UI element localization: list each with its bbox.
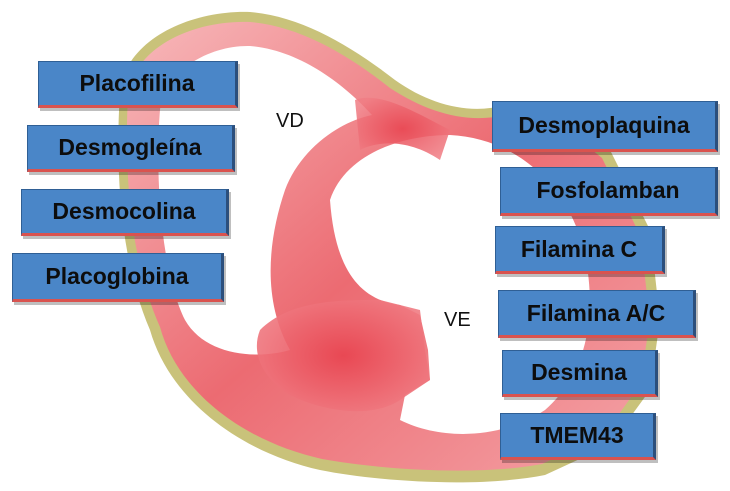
protein-label-desmogleina: Desmogleína [27, 125, 235, 172]
protein-label-desmoplaquina: Desmoplaquina [492, 101, 718, 152]
protein-label-filamina-c: Filamina C [495, 226, 665, 274]
protein-label-placofilina: Placofilina [38, 61, 238, 108]
protein-label-desmina: Desmina [502, 350, 658, 397]
left-ventricle-label: VE [444, 309, 471, 332]
right-ventricle-label: VD [276, 110, 304, 133]
protein-label-filamina-ac: Filamina A/C [498, 290, 696, 338]
protein-label-tmem43: TMEM43 [500, 413, 656, 460]
protein-label-placoglobina: Placoglobina [12, 253, 224, 302]
protein-label-fosfolamban: Fosfolamban [500, 167, 718, 216]
protein-label-desmocolina: Desmocolina [21, 189, 229, 236]
